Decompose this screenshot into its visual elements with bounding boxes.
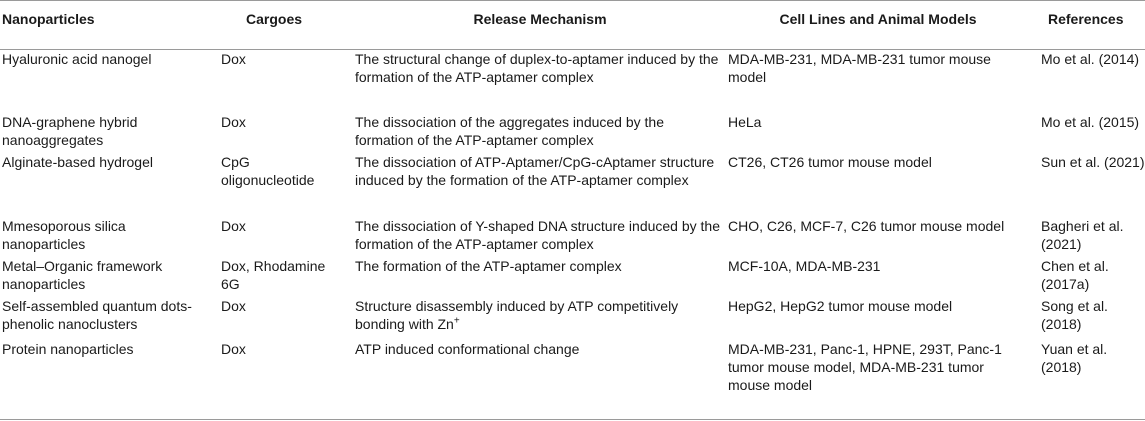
cell-release: ATP induced conformational change — [355, 341, 580, 357]
cell-cargo: CpG oligonucleotide — [221, 154, 315, 188]
cell-cargo: Dox — [221, 114, 246, 130]
cell-nanoparticle: Protein nanoparticles — [2, 341, 134, 357]
table-row: Protein nanoparticles Dox ATP induced co… — [0, 340, 1145, 400]
cell-models: HepG2, HepG2 tumor mouse model — [728, 298, 953, 314]
cell-models: CHO, C26, MCF-7, C26 tumor mouse model — [728, 218, 1005, 234]
cell-models: MDA-MB-231, Panc-1, HPNE, 293T, Panc-1 t… — [728, 341, 1002, 393]
release-text: Structure disassembly induced by ATP com… — [355, 298, 679, 332]
cell-nanoparticle: Self-assembled quantum dots-phenolic nan… — [2, 298, 192, 332]
cell-reference: Sun et al. (2021) — [1041, 154, 1145, 170]
cell-release: Structure disassembly induced by ATP com… — [355, 297, 720, 333]
cell-release: The dissociation of ATP-Aptamer/CpG-cApt… — [355, 154, 715, 188]
cell-reference: Mo et al. (2014) — [1041, 51, 1140, 67]
cell-nanoparticle: Alginate-based hydrogel — [2, 154, 153, 170]
cell-models: HeLa — [728, 114, 762, 130]
cell-cargo: Dox — [221, 218, 246, 234]
table-body: Hyaluronic acid nanogel Dox The structur… — [0, 50, 1145, 400]
cell-models: MDA-MB-231, MDA-MB-231 tumor mouse model — [728, 51, 991, 85]
cell-cargo: Dox — [221, 298, 246, 314]
header-cargoes: Cargoes — [246, 11, 303, 27]
cell-cargo: Dox, Rhodamine 6G — [221, 258, 326, 292]
table-row: DNA-graphene hybrid nanoaggregates Dox T… — [0, 113, 1145, 153]
cell-nanoparticle: Mmesoporous silica nanoparticles — [2, 218, 126, 252]
cell-models: CT26, CT26 tumor mouse model — [728, 154, 932, 170]
cell-nanoparticle: DNA-graphene hybrid nanoaggregates — [2, 114, 138, 148]
table-row: Mmesoporous silica nanoparticles Dox The… — [0, 217, 1145, 257]
cell-cargo: Dox — [221, 341, 246, 357]
header-release-mechanism: Release Mechanism — [473, 11, 607, 27]
table-row: Metal–Organic framework nanoparticles Do… — [0, 257, 1145, 297]
cell-nanoparticle: Metal–Organic framework nanoparticles — [2, 258, 163, 292]
table-header: Nanoparticles Cargoes Release Mechanism … — [0, 0, 1145, 50]
cell-cargo: Dox — [221, 51, 246, 67]
cell-release: The formation of the ATP-aptamer complex — [355, 258, 622, 274]
cell-models: MCF-10A, MDA-MB-231 — [728, 258, 881, 274]
cell-reference: Chen et al. (2017a) — [1041, 258, 1109, 292]
cell-reference: Song et al. (2018) — [1041, 298, 1108, 332]
cell-nanoparticle: Hyaluronic acid nanogel — [2, 51, 152, 67]
table-row: Alginate-based hydrogel CpG oligonucleot… — [0, 153, 1145, 217]
table-row: Hyaluronic acid nanogel Dox The structur… — [0, 50, 1145, 113]
table-bottom-rule — [0, 419, 1145, 420]
header-cell-lines: Cell Lines and Animal Models — [779, 11, 977, 27]
header-nanoparticles: Nanoparticles — [2, 11, 95, 27]
table-row: Self-assembled quantum dots-phenolic nan… — [0, 297, 1145, 340]
cell-release: The dissociation of the aggregates induc… — [355, 114, 664, 148]
cell-reference: Mo et al. (2015) — [1041, 114, 1140, 130]
cell-reference: Yuan et al. (2018) — [1041, 341, 1108, 375]
cell-release: The dissociation of Y-shaped DNA structu… — [355, 218, 720, 252]
cell-release: The structural change of duplex-to-aptam… — [355, 51, 719, 85]
superscript-charge: + — [453, 315, 460, 327]
cell-reference: Bagheri et al. (2021) — [1041, 218, 1124, 252]
header-references: References — [1048, 11, 1124, 27]
